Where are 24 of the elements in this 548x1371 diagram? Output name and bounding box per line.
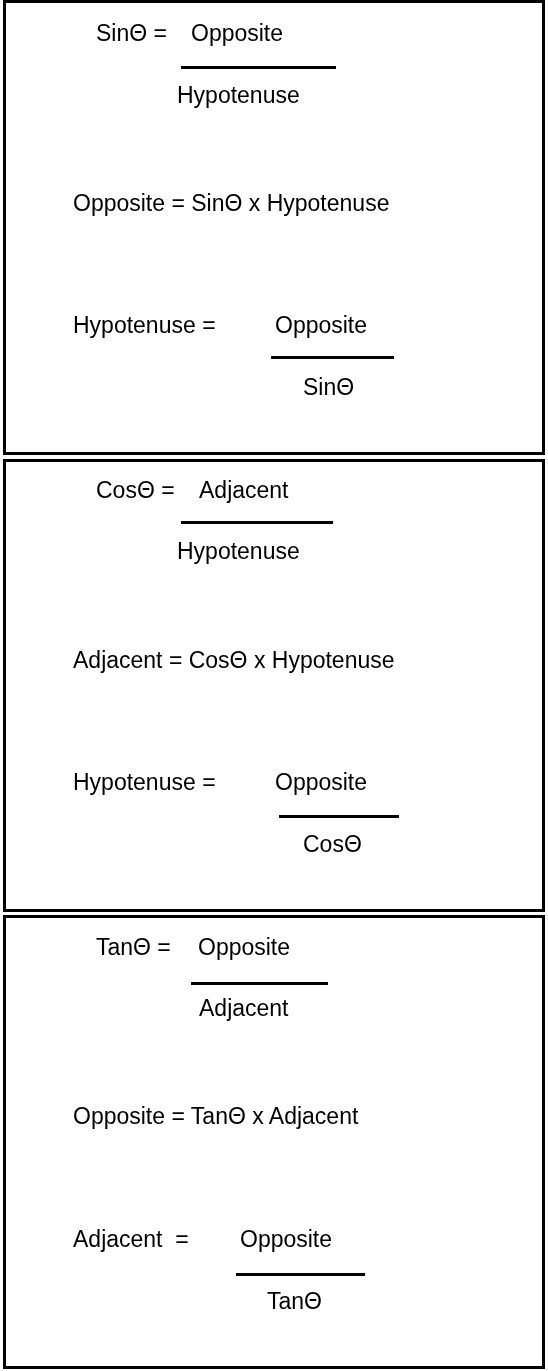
formula-text: Opposite = TanΘ x Adjacent [73,1102,359,1130]
formula-text: Adjacent [199,994,289,1022]
formula-text: TanΘ = [96,933,171,961]
formula-text: Hypotenuse [177,537,300,565]
formula-text: TanΘ [267,1287,322,1315]
formula-text: Adjacent = CosΘ x Hypotenuse [73,646,395,674]
formula-panel [3,915,545,1369]
formula-panel [3,459,545,912]
formula-text: CosΘ [303,830,362,858]
formula-text: Adjacent = [73,1225,189,1253]
formula-text: Hypotenuse = [73,768,216,796]
formula-text: Opposite [191,19,284,47]
formula-text: Opposite [240,1225,333,1253]
formula-text: SinΘ [303,373,355,401]
formula-text: Hypotenuse = [73,311,216,339]
formula-text: Hypotenuse [177,81,300,109]
formula-text: Adjacent [199,476,289,504]
formula-text: Opposite [275,768,368,796]
formula-text: Opposite = SinΘ x Hypotenuse [73,189,390,217]
formula-panel [3,0,545,455]
formula-text: Opposite [275,311,368,339]
formula-text: CosΘ = [96,476,175,504]
formula-text: SinΘ = [96,19,167,47]
formula-text: Opposite [198,933,291,961]
